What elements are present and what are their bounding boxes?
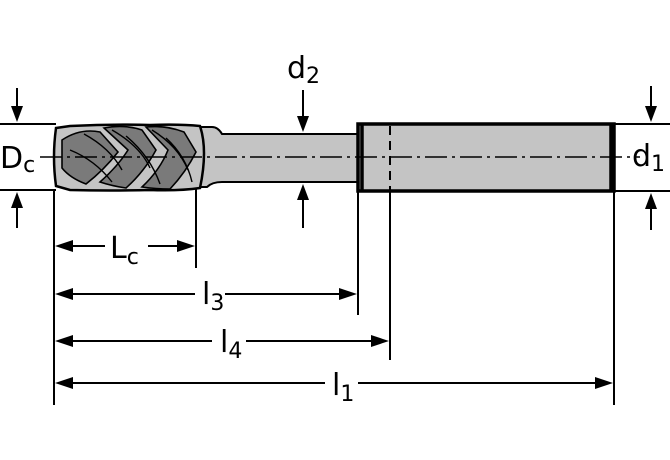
extension-lines [0, 123, 670, 405]
l3-dimension [55, 288, 357, 300]
d2-arrows [297, 90, 309, 228]
l4-dimension [55, 335, 389, 347]
label-lc: Lc [110, 231, 139, 270]
label-d1: d1 [632, 139, 665, 177]
label-l4: l4 [220, 325, 242, 364]
l1-dimension [55, 377, 613, 389]
d1-arrows [645, 86, 657, 230]
dc-arrows [11, 88, 23, 228]
label-l1: l1 [332, 368, 354, 407]
label-d2: d2 [287, 51, 320, 89]
label-l3: l3 [202, 277, 224, 316]
label-dc: Dc [0, 141, 35, 178]
flute-helix-lines [69, 129, 193, 185]
lc-dimension [55, 240, 195, 252]
